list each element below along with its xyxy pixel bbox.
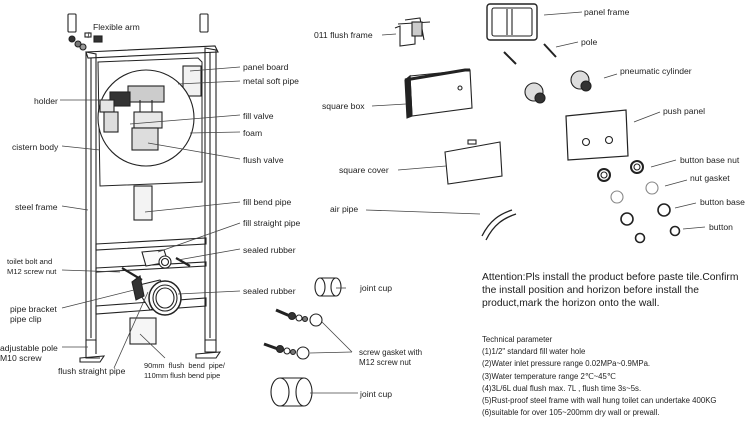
label-square-cover: square cover xyxy=(339,165,389,175)
label-toilet-bolt: toilet bolt and M12 screw nut xyxy=(7,257,57,276)
label-button-base-nut: button base nut xyxy=(680,155,740,165)
technical-item: (3)Water temperature range 2℃~45℃ xyxy=(482,371,616,381)
label-joint-cup-upper: joint cup xyxy=(360,283,393,293)
label-button: button xyxy=(709,222,733,232)
label-pole: pole xyxy=(581,37,598,47)
right-leader-lines xyxy=(543,11,706,230)
label-button-base: button base xyxy=(700,197,745,207)
label-fill-bend-pipe: fill bend pipe xyxy=(243,197,292,207)
label-nut-gasket: nut gasket xyxy=(690,173,730,183)
label-pipe-bracket: pipe bracket pipe clip xyxy=(10,304,57,324)
label-push-panel: push panel xyxy=(663,106,706,116)
label-panel-board: panel board xyxy=(243,62,289,72)
label-sealed-rubber-lower: sealed rubber xyxy=(243,286,296,296)
label-square-box: square box xyxy=(322,101,365,111)
label-foam: foam xyxy=(243,128,263,138)
label-joint-cup-lower: joint cup xyxy=(360,389,393,399)
label-screw-gasket: screw gasket with M12 screw nut xyxy=(359,348,423,367)
label-flush-bend-pipe: 90mm flush bend pipe/ 110mm flush bend p… xyxy=(144,361,225,380)
technical-item: (6)suitable for over 105~200mm dry wall … xyxy=(482,408,660,418)
label-flexible-arm: Flexible arm xyxy=(93,22,140,32)
label-holder: holder xyxy=(34,96,58,106)
middle-parts xyxy=(263,17,517,407)
technical-item: (5)Rust-proof steel frame with wall hung… xyxy=(482,396,717,406)
technical-title: Technical parameter xyxy=(482,335,553,344)
label-adjustable-pole: adjustable pole M10 screw xyxy=(0,343,58,363)
technical-item: (2)Water inlet pressure range 0.02MPa~0.… xyxy=(482,359,651,369)
right-parts xyxy=(486,3,681,244)
label-flush-valve: flush valve xyxy=(243,155,284,165)
label-air-pipe: air pipe xyxy=(330,204,359,214)
label-steel-frame: steel frame xyxy=(15,202,58,212)
label-fill-valve: fill valve xyxy=(243,111,274,121)
label-sealed-rubber-upper: sealed rubber xyxy=(243,245,296,255)
middle-leader-lines xyxy=(309,33,481,394)
steel-frame xyxy=(67,13,222,363)
label-cistern-body: cistern body xyxy=(12,142,59,152)
technical-parameters: Technical parameter (1)1/2" standard fil… xyxy=(482,334,716,419)
attention-note: Attention:Pls install the product before… xyxy=(482,272,739,309)
label-panel-frame: panel frame xyxy=(584,7,630,17)
label-flush-frame: 011 flush frame xyxy=(314,30,373,40)
label-fill-straight-pipe: fill straight pipe xyxy=(243,218,301,228)
label-metal-soft-pipe: metal soft pipe xyxy=(243,76,299,86)
frame-leader-lines xyxy=(60,31,241,369)
label-flush-straight-pipe: flush straight pipe xyxy=(58,366,126,376)
technical-item: (4)3L/6L dual flush max. 7L , flush time… xyxy=(482,383,642,393)
technical-item: (1)1/2" standard fill water hole xyxy=(482,347,586,357)
label-pneumatic-cylinder: pneumatic cylinder xyxy=(620,66,692,76)
